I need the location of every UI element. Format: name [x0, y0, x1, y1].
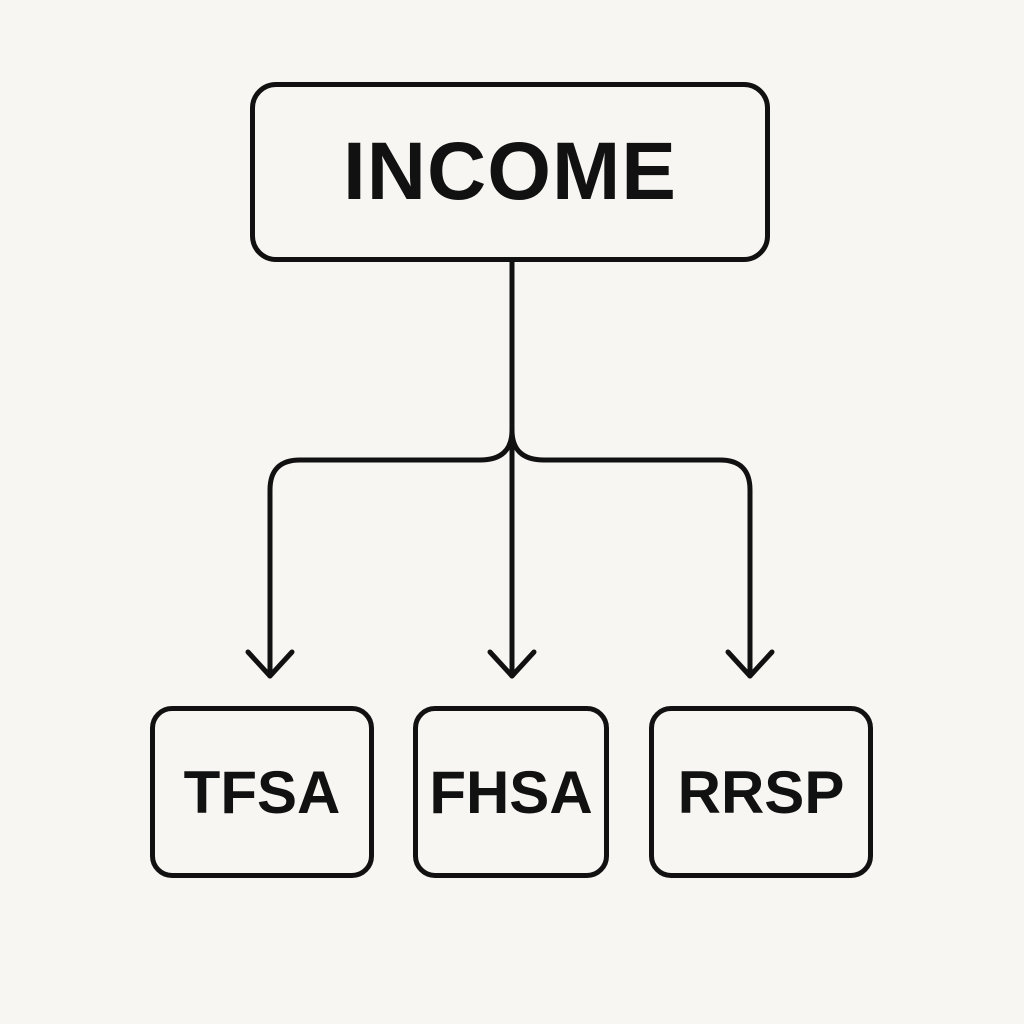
- income-label: INCOME: [343, 126, 677, 217]
- fhsa-label: FHSA: [429, 758, 593, 826]
- arrowhead-fhsa: [487, 649, 537, 679]
- rrsp-node: RRSP: [649, 706, 873, 878]
- tfsa-label: TFSA: [183, 758, 341, 826]
- fhsa-node: FHSA: [413, 706, 609, 878]
- arrow-to-tfsa: [267, 427, 515, 679]
- tfsa-node: TFSA: [150, 706, 374, 878]
- arrowhead-tfsa: [245, 649, 295, 679]
- income-node: INCOME: [250, 82, 770, 262]
- arrowhead-rrsp: [725, 649, 775, 679]
- arrow-to-rrsp: [509, 427, 753, 679]
- rrsp-label: RRSP: [677, 758, 845, 826]
